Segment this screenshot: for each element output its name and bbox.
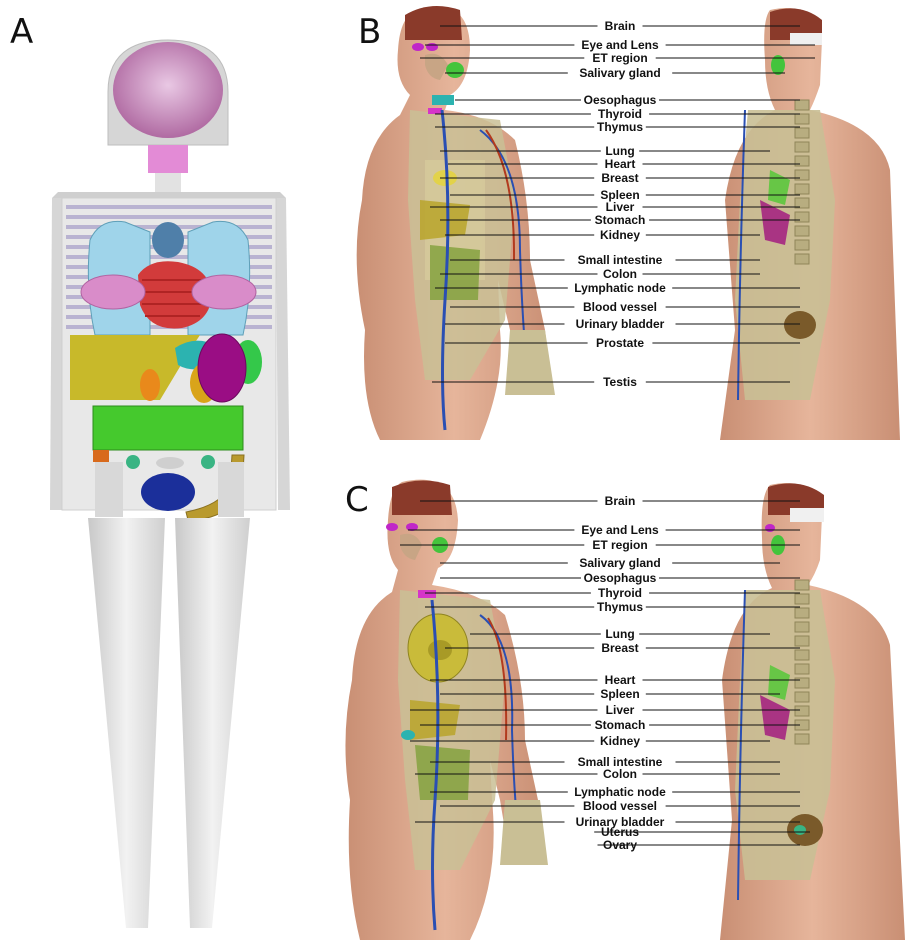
bladder-shape	[141, 473, 195, 511]
intestine-shape	[93, 406, 243, 450]
organ-label: Thymus	[597, 600, 643, 614]
organ-label: Liver	[606, 200, 635, 214]
organ-label: Small intestine	[578, 253, 663, 267]
organ-label: Heart	[605, 673, 636, 687]
panel-a-phantom	[50, 40, 290, 928]
organ-label: Spleen	[600, 687, 639, 701]
organ-label: Lung	[605, 144, 634, 158]
organ-label: Liver	[606, 703, 635, 717]
organ-label: ET region	[592, 51, 647, 65]
organ-label: ET region	[592, 538, 647, 552]
organ-label: Blood vessel	[583, 799, 657, 813]
organ-label: Stomach	[595, 718, 646, 732]
organ-label: Breast	[601, 641, 638, 655]
organ-label: Brain	[605, 494, 636, 508]
organ-label: Colon	[603, 267, 637, 281]
organ-label: Oesophagus	[584, 93, 657, 107]
organ-label: Thymus	[597, 120, 643, 134]
organ-label: Eye and Lens	[581, 523, 659, 537]
organ-label: Colon	[603, 767, 637, 781]
organ-label: Lung	[605, 627, 634, 641]
organ-label: Testis	[603, 375, 637, 389]
organ-label: Lymphatic node	[574, 281, 666, 295]
organ-label: Salivary gland	[579, 556, 660, 570]
organ-label: Breast	[601, 171, 638, 185]
organ-label: Lymphatic node	[574, 785, 666, 799]
organ-label: Kidney	[600, 228, 640, 242]
organ-label: Heart	[605, 157, 636, 171]
organ-label: Prostate	[596, 336, 644, 350]
organ-label: Thyroid	[598, 107, 642, 121]
organ-label: Urinary bladder	[576, 317, 665, 331]
organ-label: Oesophagus	[584, 571, 657, 585]
thyroid-shape	[148, 145, 188, 173]
organ-label: Eye and Lens	[581, 38, 659, 52]
organ-label: Blood vessel	[583, 300, 657, 314]
organ-label: Salivary gland	[579, 66, 660, 80]
organ-label: Brain	[605, 19, 636, 33]
organ-label: Thyroid	[598, 586, 642, 600]
organ-label: Kidney	[600, 734, 640, 748]
brain-shape	[113, 42, 223, 138]
organ-label: Stomach	[595, 213, 646, 227]
